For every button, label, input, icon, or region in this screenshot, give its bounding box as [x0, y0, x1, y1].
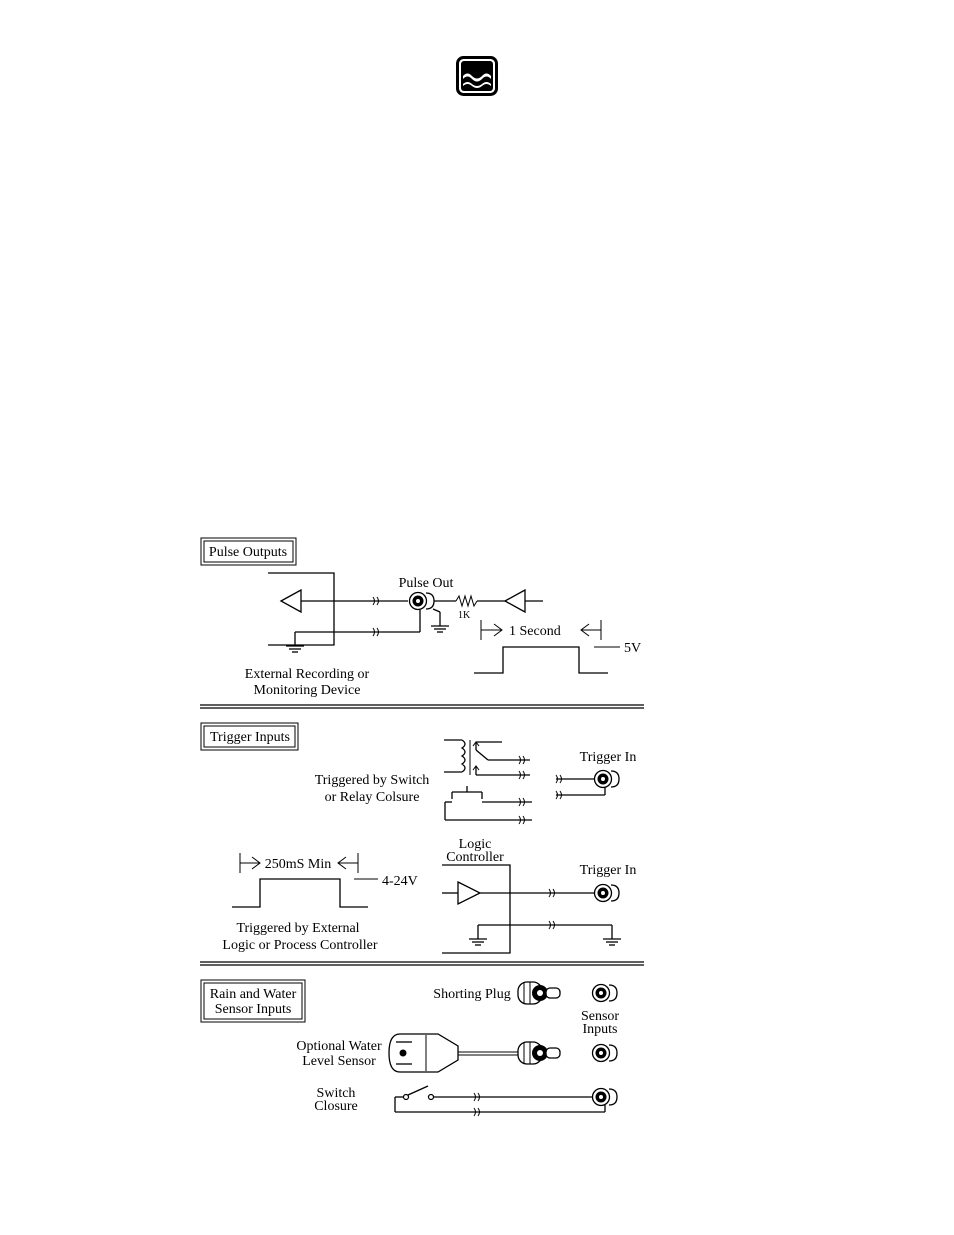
ground-icon: [468, 930, 488, 946]
sensor-plug-icon: [517, 1041, 561, 1065]
trigger-in-label-2: Trigger In: [580, 863, 637, 878]
device-label-line2: Monitoring Device: [254, 683, 361, 698]
logic-label-line1: Logic: [459, 837, 492, 852]
sensor-heading-line2: Sensor Inputs: [215, 1002, 292, 1017]
water-sensor-line1: Optional Water: [296, 1039, 382, 1054]
buffer-triangle-icon: [503, 588, 526, 614]
water-level-sensor-icon: [388, 1033, 459, 1073]
resistor-icon: [455, 594, 478, 608]
trigger-inputs-section: Trigger Inputs: [200, 722, 637, 954]
switch-closure-line1: Switch: [317, 1086, 356, 1101]
ground-icon: [602, 930, 622, 946]
sensor-heading-line1: Rain and Water: [210, 987, 297, 1002]
trigger-in-jack-icon: [593, 769, 620, 789]
trigger-waveform: [232, 878, 368, 908]
voltage-range-label: 4-24V: [382, 874, 418, 889]
pulse-waveform: [474, 646, 608, 674]
pulse-outputs-section: Pulse Outputs Pulse Out 1K 1 Second 5V: [200, 537, 641, 698]
buffer-triangle-icon: [279, 588, 302, 614]
pulse-out-label: Pulse Out: [399, 576, 454, 591]
water-waves-logo-icon: [456, 56, 498, 96]
pushbutton-icon: [444, 786, 532, 821]
sensor-input-jack-icon: [591, 1043, 618, 1063]
relay-coil-icon: [444, 739, 530, 776]
sensor-inputs-line1: Sensor: [581, 1009, 619, 1024]
switch-trigger-line1: Triggered by Switch: [315, 773, 430, 788]
device-label-line1: External Recording or: [245, 667, 370, 682]
water-sensor-line2: Level Sensor: [302, 1054, 376, 1069]
min-pulse-label: 250mS Min: [265, 857, 332, 872]
switch-trigger-line2: or Relay Colsure: [325, 790, 420, 805]
sensor-input-jack-icon: [591, 983, 618, 1003]
external-trigger-line1: Triggered by External: [236, 921, 359, 936]
resistor-value: 1K: [458, 610, 471, 621]
ground-icon: [430, 617, 450, 633]
trigger-in-jack-icon: [593, 883, 620, 903]
trigger-inputs-heading: Trigger Inputs: [210, 730, 290, 745]
logic-label-line2: Controller: [446, 850, 504, 865]
trigger-in-label-1: Trigger In: [580, 750, 637, 765]
buffer-triangle-icon: [457, 880, 482, 906]
shorting-plug-icon: [517, 981, 561, 1005]
external-trigger-line2: Logic or Process Controller: [222, 938, 377, 953]
sensor-inputs-line2: Inputs: [583, 1022, 618, 1037]
voltage-5v-label: 5V: [624, 641, 641, 656]
one-second-label: 1 Second: [509, 624, 561, 639]
pulse-out-jack-icon: [408, 591, 435, 611]
switch-closure-icon: [394, 1085, 606, 1113]
pulse-outputs-heading: Pulse Outputs: [209, 545, 287, 560]
shorting-plug-label: Shorting Plug: [433, 987, 510, 1002]
sensor-inputs-section: Rain and Water Sensor Inputs Shorting Pl…: [200, 979, 619, 1117]
switch-closure-line2: Closure: [314, 1099, 358, 1114]
sensor-input-jack-icon: [591, 1087, 618, 1107]
